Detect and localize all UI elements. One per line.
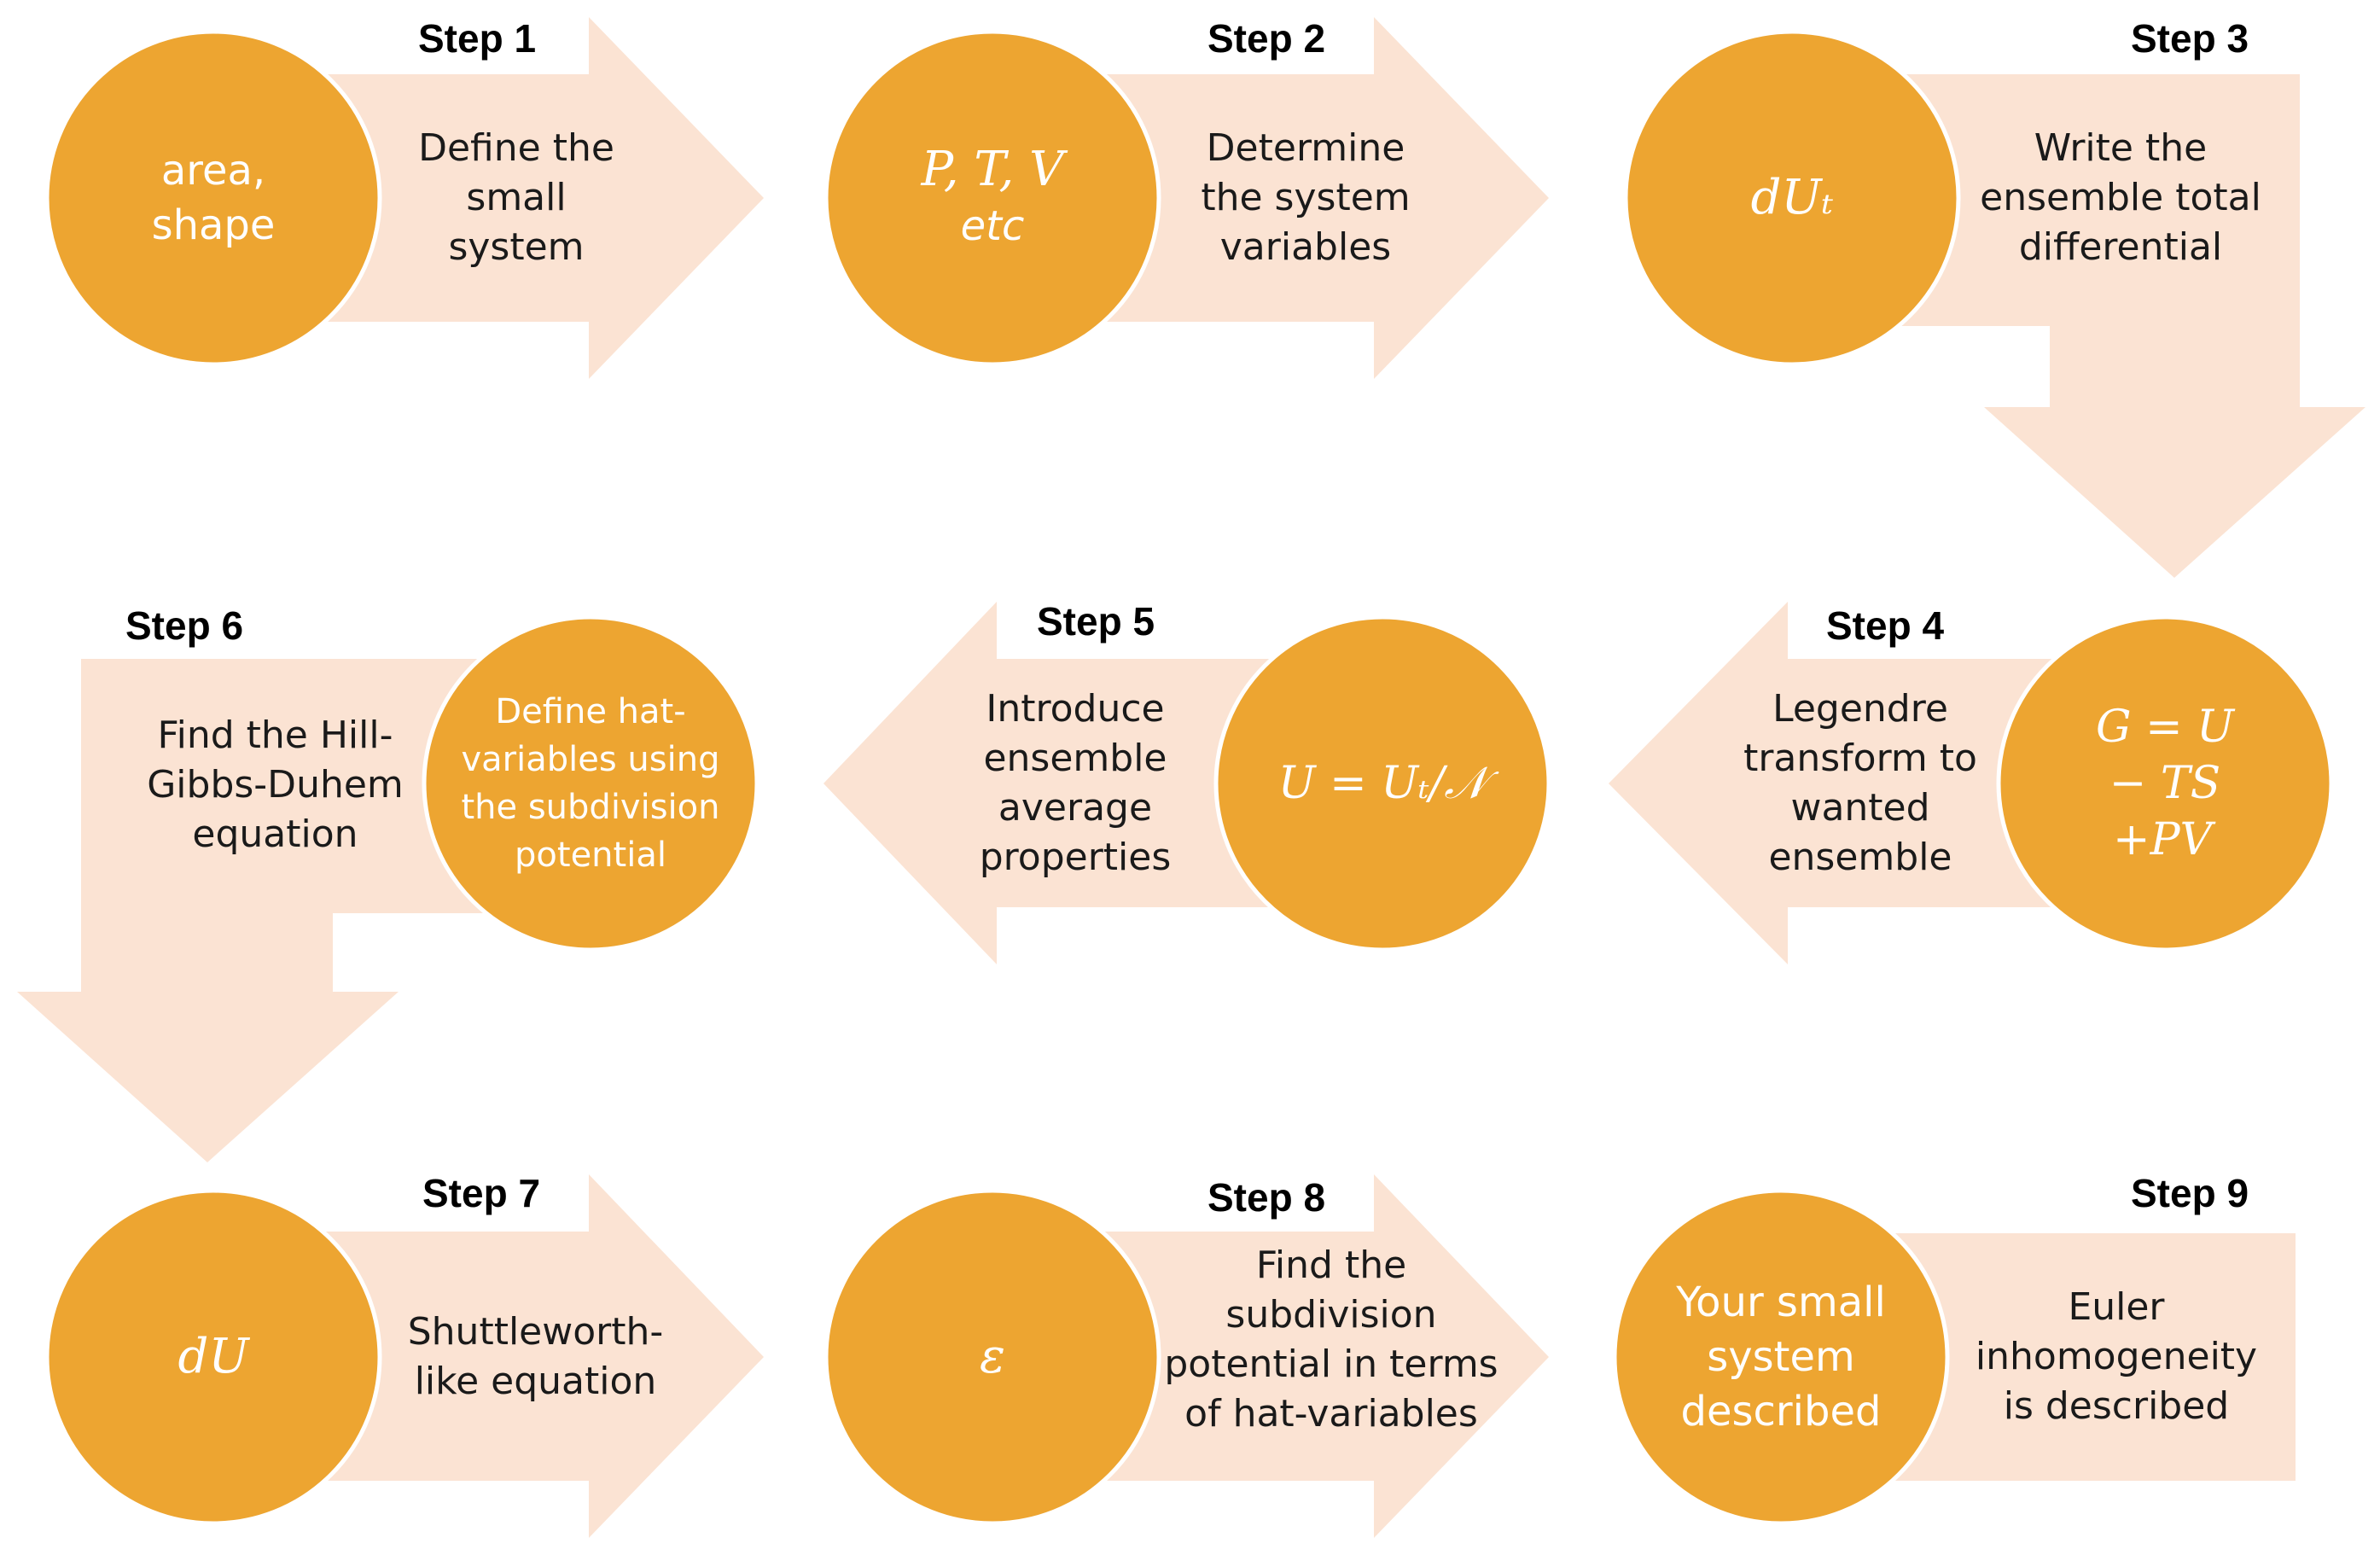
step-7-label: Step 7	[422, 1171, 541, 1215]
step-6-circle	[422, 614, 759, 952]
step-7-circle-text: dU	[68, 1314, 358, 1400]
step-2-label: Step 2	[1207, 16, 1326, 61]
step-4-circle-text: G = U − TS +PV	[2028, 690, 2301, 877]
step-2-description: Determine the system variables	[1152, 104, 1459, 292]
step-6-circle-line: the subdivision	[461, 788, 720, 827]
step-2-description-line: variables	[1219, 225, 1392, 269]
step-1-label: Step 1	[418, 16, 537, 61]
step-8-description-line: Find the	[1255, 1243, 1407, 1287]
step-5-description-line: ensemble	[983, 737, 1167, 780]
step-9-description: Euler inhomogeneity is described	[1954, 1263, 2278, 1451]
step-1-description-line: small	[466, 176, 567, 219]
step-3-arrow	[1860, 74, 2365, 578]
step-1-circle	[44, 29, 382, 367]
step-5-arrow	[823, 602, 1306, 964]
step-2-circle-line: P, T, V	[921, 142, 1064, 197]
step-9-circle-line: system	[1707, 1333, 1855, 1381]
step-1-circle-text: area, shape	[68, 113, 358, 283]
step-9-circle-text: Your small system described	[1636, 1263, 1926, 1451]
step-8-label: Step 8	[1207, 1175, 1326, 1220]
step-4-arrow	[1609, 602, 2086, 964]
step-4-label: Step 4	[1826, 603, 1945, 648]
step-3-description-line: ensemble total	[1980, 176, 2261, 219]
step-9-circle-line: described	[1680, 1388, 1882, 1436]
step-7-circle	[44, 1188, 382, 1526]
step-6-label: Step 6	[125, 603, 244, 648]
step-8-description: Find the subdivision potential in terms …	[1156, 1233, 1506, 1447]
step-8-description-line: of hat-variables	[1184, 1392, 1478, 1436]
step-8-circle-text: ε	[847, 1314, 1138, 1400]
step-5-circle-text: U = Uₜ/𝒩	[1229, 741, 1536, 826]
step-4-description-line: Legendre	[1772, 687, 1948, 731]
step-7-description: Shuttleworth- like equation	[380, 1280, 691, 1434]
step-6-description: Find the Hill- Gibbs-Duhem equation	[119, 687, 431, 883]
step-3-circle-line: dUₜ	[1750, 170, 1834, 225]
step-1-description-line: system	[448, 225, 585, 269]
step-2-description-line: Determine	[1206, 126, 1405, 170]
step-8-arrow	[1101, 1174, 1549, 1538]
step-5-description-line: properties	[979, 836, 1172, 879]
step-1-circle-line: area,	[160, 147, 266, 195]
step-6-description-line: equation	[192, 812, 358, 856]
step-4-circle-line: − TS	[2109, 758, 2221, 809]
step-8-circle	[823, 1188, 1161, 1526]
step-5-circle	[1213, 614, 1551, 952]
step-8-description-line: potential in terms	[1164, 1342, 1498, 1386]
step-4-description-line: ensemble	[1768, 836, 1952, 879]
step-2-circle	[823, 29, 1161, 367]
step-8-circle-line: ε	[979, 1329, 1006, 1384]
step-7-circle-line: dU	[177, 1329, 249, 1384]
step-3-label: Step 3	[2131, 16, 2249, 61]
step-9-description-line: inhomogeneity	[1975, 1335, 2258, 1378]
step-4-description-line: wanted	[1790, 786, 1930, 830]
step-2-circle-line: etc	[960, 202, 1025, 250]
step-4-circle-line: G = U	[2096, 702, 2234, 753]
step-6-circle-line: Define hat-	[495, 692, 686, 731]
step-2-description-line: the system	[1201, 176, 1411, 219]
step-1-description-line: Define the	[418, 126, 614, 170]
step-1-arrow	[324, 17, 764, 379]
step-6-description-line: Find the Hill-	[157, 713, 393, 757]
step-6-description-line: Gibbs-Duhem	[147, 763, 404, 807]
step-7-arrow	[324, 1174, 764, 1538]
step-1-description: Define the small system	[375, 104, 657, 292]
step-4-circle-line: +PV	[2113, 814, 2213, 865]
step-9-description-line: Euler	[2068, 1285, 2165, 1329]
step-2-circle-text: P, T, V etc	[847, 113, 1138, 283]
step-3-description: Write the ensemble total differential	[1958, 104, 2283, 292]
step-3-description-line: Write the	[2034, 126, 2208, 170]
step-6-circle-text: Define hat- variables using the subdivis…	[441, 681, 740, 886]
step-5-label: Step 5	[1037, 599, 1155, 644]
step-4-description-line: transform to	[1743, 737, 1977, 780]
step-5-description-line: Introduce	[986, 687, 1165, 731]
step-6-circle-line: potential	[515, 836, 666, 875]
step-7-description-line: Shuttleworth-	[407, 1310, 664, 1354]
step-9-circle	[1612, 1188, 1950, 1526]
step-5-description: Introduce ensemble average properties	[930, 674, 1220, 893]
step-3-description-line: differential	[2018, 225, 2223, 269]
step-9-circle-line: Your small	[1676, 1278, 1886, 1326]
step-4-circle	[1996, 614, 2334, 952]
step-9-label: Step 9	[2131, 1171, 2249, 1215]
step-5-circle-line: U = Uₜ/𝒩	[1277, 758, 1487, 809]
step-6-circle-line: variables using	[461, 740, 720, 779]
step-4-description: Legendre transform to wanted ensemble	[1715, 674, 2005, 893]
step-6-arrow	[17, 659, 512, 1162]
step-8-description-line: subdivision	[1225, 1293, 1437, 1337]
step-3-circle	[1623, 29, 1961, 367]
step-7-description-line: like equation	[414, 1360, 657, 1403]
step-2-arrow	[1101, 17, 1549, 379]
step-5-description-line: average	[998, 786, 1153, 830]
step-1-circle-line: shape	[151, 201, 276, 249]
step-3-circle-text: dUₜ	[1647, 155, 1937, 241]
step-9-description-line: is described	[2003, 1384, 2230, 1428]
